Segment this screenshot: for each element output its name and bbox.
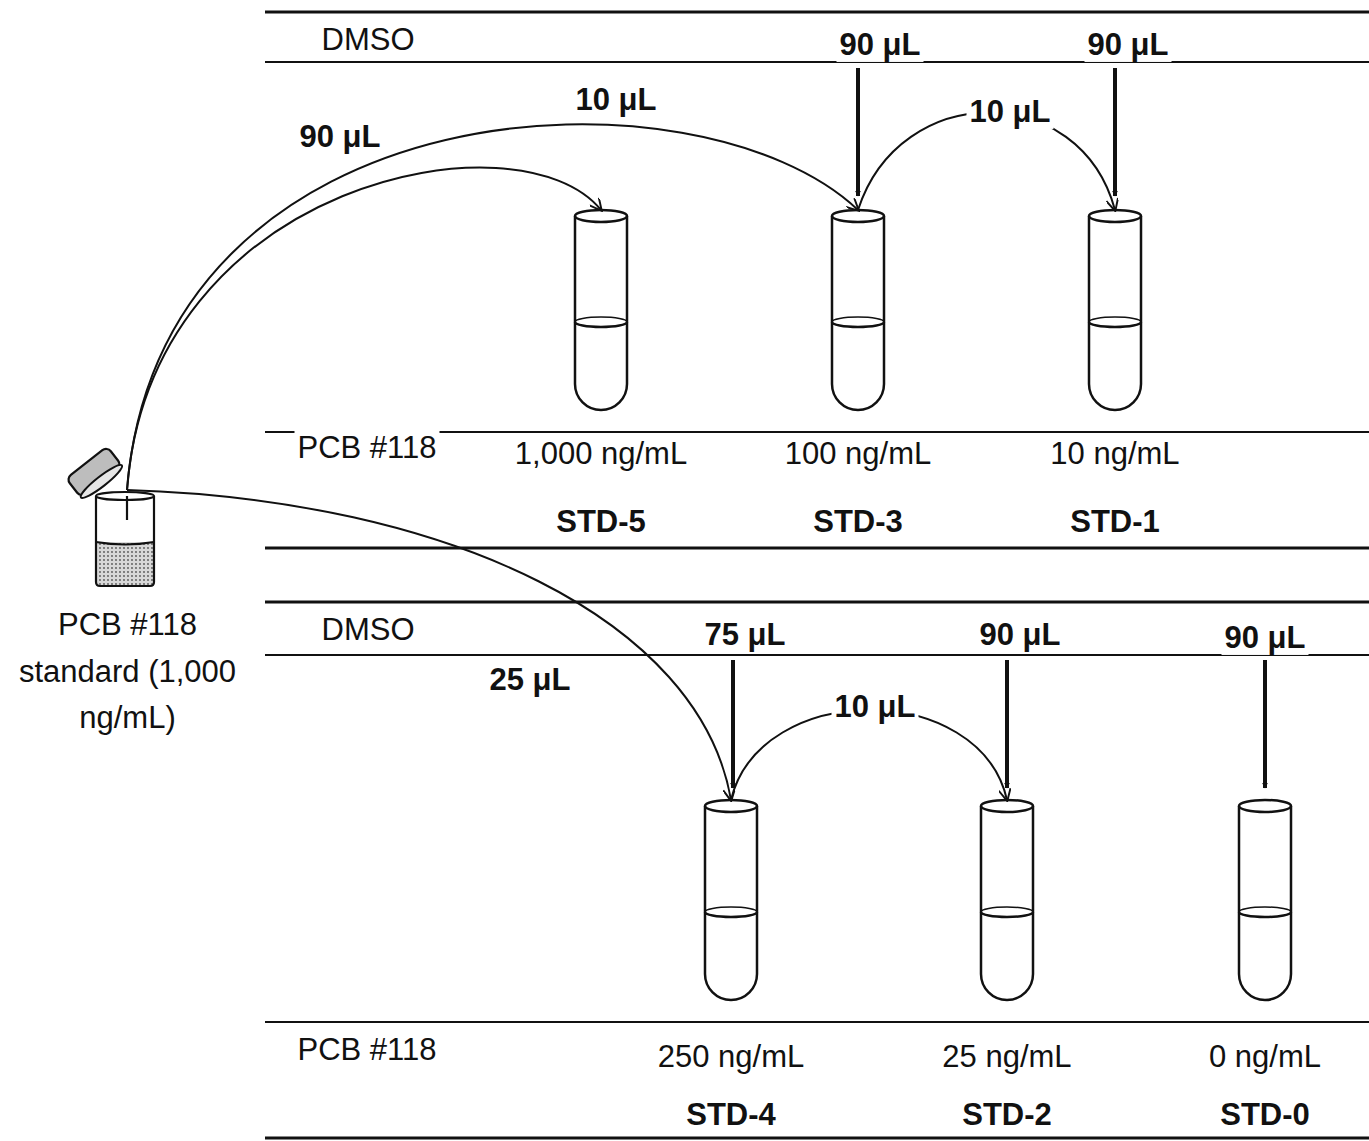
panel-rule [265, 11, 1369, 14]
panel-rule [265, 601, 1369, 604]
volume-label: 90 μL [1222, 621, 1309, 655]
dmso-arrow [1113, 68, 1117, 196]
volume-label: 10 μL [832, 690, 919, 724]
concentration-label: 25 ng/mL [902, 1038, 1112, 1075]
test-tube [907, 800, 1107, 1005]
dmso-arrow [1263, 660, 1267, 788]
test-tube [758, 210, 958, 415]
standard-name: STD-0 [1160, 1096, 1369, 1133]
standard-name: STD-4 [626, 1096, 836, 1133]
standard-name: STD-1 [1010, 503, 1220, 540]
standard-name: STD-5 [496, 503, 706, 540]
solvent-label: DMSO [319, 613, 418, 647]
test-tube [501, 210, 701, 415]
standard-name: STD-3 [753, 503, 963, 540]
standard-tube: 10 ng/mL STD-1 [1010, 210, 1220, 542]
volume-label: 90 μL [837, 28, 924, 62]
transfer-arrow [127, 124, 858, 490]
standard-tube: 250 ng/mL STD-4 [626, 800, 836, 1135]
volume-label: 10 μL [967, 95, 1054, 129]
vial-label: PCB #118 standard (1,000 ng/mL) [10, 602, 245, 742]
standard-tube: 100 ng/mL STD-3 [753, 210, 963, 542]
stock-vial: PCB #118 standard (1,000 ng/mL) [10, 490, 245, 746]
panel-rule [265, 547, 1369, 550]
standard-tube: 25 ng/mL STD-2 [902, 800, 1112, 1135]
compound-label: PCB #118 [294, 1033, 439, 1067]
panel-rule [265, 1137, 1369, 1140]
concentration-label: 250 ng/mL [626, 1038, 836, 1075]
concentration-label: 1,000 ng/mL [496, 435, 706, 472]
dmso-arrow [1005, 660, 1009, 788]
test-tube [1165, 800, 1365, 1005]
volume-label: 90 μL [977, 618, 1064, 652]
test-tube [1015, 210, 1215, 415]
panel-rule [265, 61, 1369, 63]
standard-vial [10, 490, 245, 590]
volume-label: 90 μL [1085, 28, 1172, 62]
concentration-label: 100 ng/mL [753, 435, 963, 472]
compound-label: PCB #118 [294, 431, 439, 465]
solvent-label: DMSO [319, 23, 418, 57]
standard-tube: 1,000 ng/mL STD-5 [496, 210, 706, 542]
concentration-label: 10 ng/mL [1010, 435, 1220, 472]
volume-label: 90 μL [297, 120, 384, 154]
test-tube [631, 800, 831, 1005]
dmso-arrow [856, 68, 860, 196]
volume-label: 75 μL [702, 618, 789, 652]
standard-tube: 0 ng/mL STD-0 [1160, 800, 1369, 1135]
volume-label: 10 μL [573, 83, 660, 117]
panel-rule [265, 1021, 1369, 1023]
concentration-label: 0 ng/mL [1160, 1038, 1369, 1075]
panel-rule [265, 654, 1369, 656]
volume-label: 25 μL [487, 663, 574, 697]
transfer-arrow [127, 490, 731, 800]
dmso-arrow [731, 660, 735, 788]
standard-name: STD-2 [902, 1096, 1112, 1133]
